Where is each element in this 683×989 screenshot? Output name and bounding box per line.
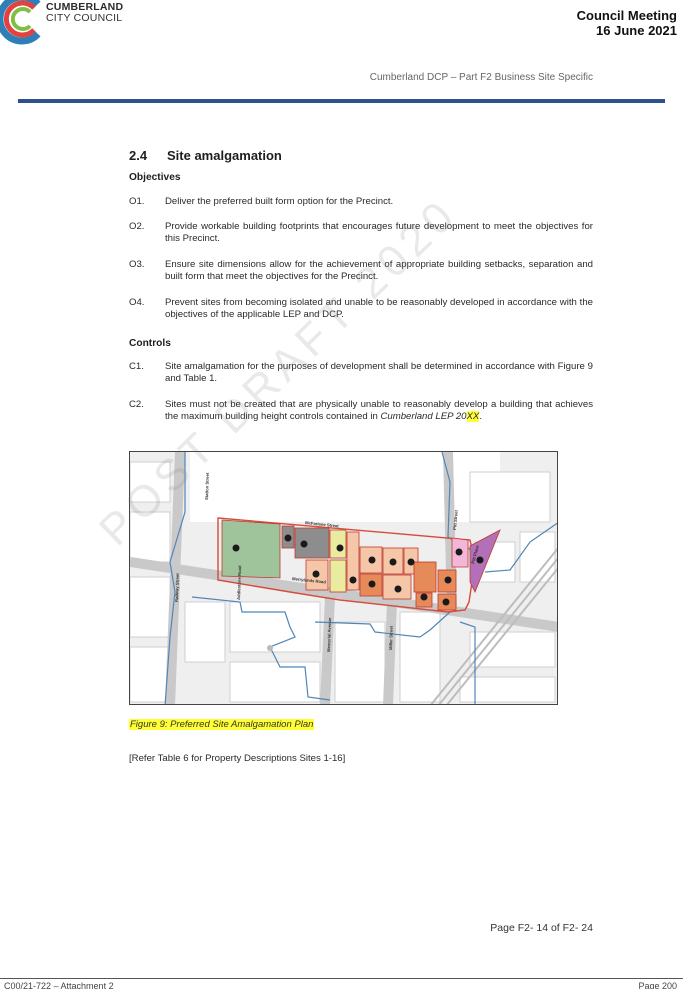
control-text-end: . [479,411,482,422]
objective-text: Prevent sites from becoming isolated and… [165,297,593,320]
control-text-main: Sites must not be created that are physi… [165,399,593,422]
street-label: Addlestone Road [236,565,242,600]
objectives-heading: Objectives [129,172,181,183]
refer-note: [Refer Table 6 for Property Descriptions… [129,753,346,764]
street-label: Railway Street [174,573,180,602]
control-code: C1. [129,361,144,372]
logo-wordmark: CUMBERLAND CITY COUNCIL [46,2,123,24]
street-label: Station Street [204,472,210,500]
meeting-date: 16 June 2021 [596,23,677,38]
objective-code: O2. [129,221,145,232]
street-label: Merrylands Road [292,576,327,585]
footer-page: Page 200 [638,981,677,989]
street-label: McFarlane Street [305,520,340,529]
street-label: Pitt Street [452,509,459,530]
objective-code: O4. [129,297,145,308]
street-label: Memorial Avenue [326,617,332,652]
page-number: Page F2- 14 of F2- 24 [490,922,593,934]
objective-text: Deliver the preferred built form option … [165,196,394,207]
map-drawing: Station Street McFarlane Street Pitt Str… [130,452,557,704]
council-logo: CUMBERLAND CITY COUNCIL [0,0,130,45]
objective-code: O1. [129,196,145,207]
control-code: C2. [129,399,144,410]
lep-reference: Cumberland LEP 20 [380,411,467,422]
logo-line-1: CUMBERLAND [46,1,124,13]
control-text: Site amalgamation for the purposes of de… [165,361,593,384]
dcp-running-header: Cumberland DCP – Part F2 Business Site S… [369,72,593,83]
logo-line-2: CITY COUNCIL [46,12,123,24]
section-title-text: Site amalgamation [167,148,282,163]
street-label: Miller Street [388,625,394,650]
control-text: Sites must not be created that are physi… [165,399,593,423]
objective-text: Provide workable building footprints tha… [165,221,593,244]
street-label: Pitt Place [470,544,480,564]
footer-divider [0,978,683,979]
meeting-title: Council Meeting [576,8,677,23]
lep-highlight: XX [466,411,480,422]
footer-attachment: C00/21-722 – Attachment 2 [4,981,114,989]
site-amalgamation-map: Station Street McFarlane Street Pitt Str… [129,451,558,705]
section-title: 2.4 Site amalgamation [129,148,282,163]
controls-heading: Controls [129,338,171,349]
meeting-info: Council Meeting 16 June 2021 [577,8,677,38]
objective-text: Ensure site dimensions allow for the ach… [165,259,593,282]
figure-caption: Figure 9: Preferred Site Amalgamation Pl… [129,719,315,730]
council-logo-icon [0,0,41,45]
objective-code: O3. [129,259,145,270]
section-number: 2.4 [129,148,148,163]
header-divider [18,99,665,103]
